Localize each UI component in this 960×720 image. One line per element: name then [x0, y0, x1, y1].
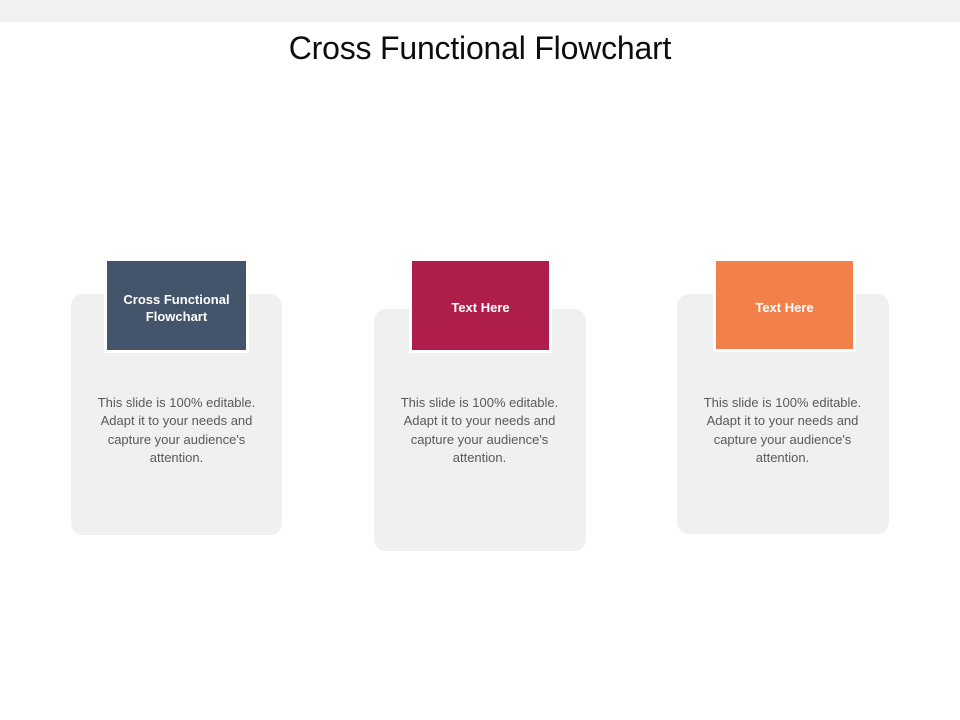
card-header-box[interactable]: Text Here: [713, 258, 856, 352]
page-title: Cross Functional Flowchart: [288, 30, 672, 66]
card-description: This slide is 100% editable. Adapt it to…: [703, 395, 862, 466]
card-header-box[interactable]: Cross Functional Flowchart: [104, 258, 249, 353]
card-header-label: Text Here: [451, 300, 510, 316]
card-header-box[interactable]: Text Here: [409, 258, 552, 353]
card-header-label: Text Here: [755, 299, 814, 315]
card-description: This slide is 100% editable. Adapt it to…: [400, 395, 559, 466]
card-description: This slide is 100% editable. Adapt it to…: [97, 395, 256, 466]
top-band: [0, 0, 960, 22]
card-header-label: Cross Functional Flowchart: [123, 291, 230, 324]
